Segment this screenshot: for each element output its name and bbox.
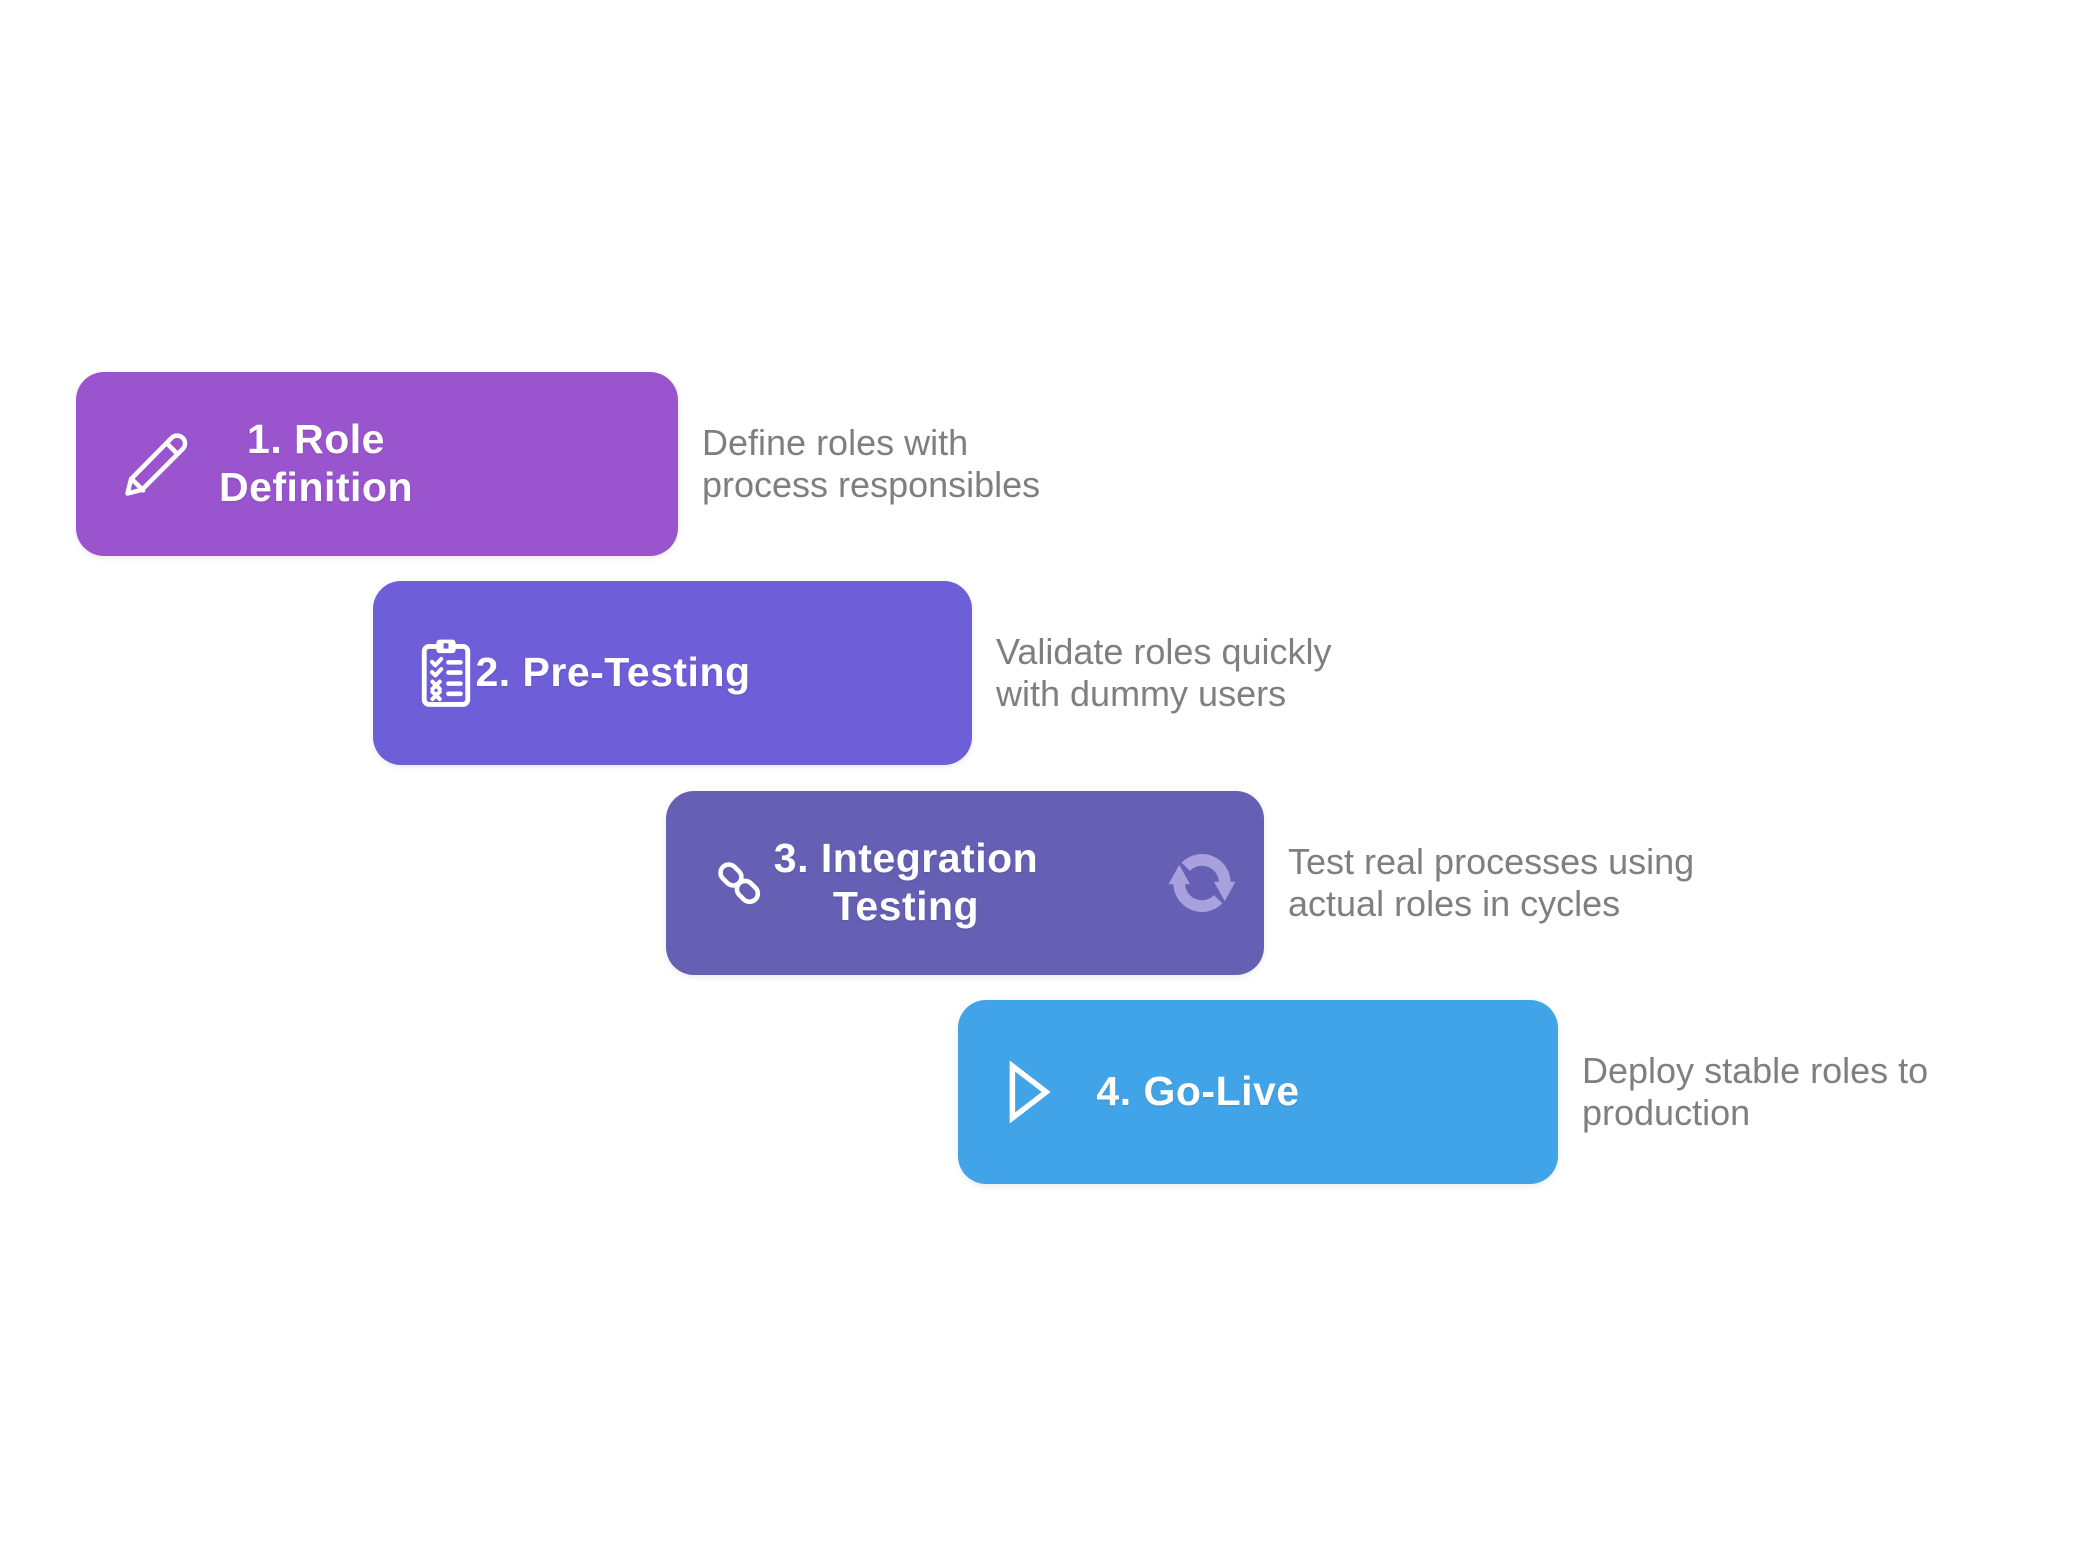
step-1-description: Define roles with process responsibles: [702, 421, 1041, 505]
step-2-box: 2. Pre-Testing: [373, 581, 972, 765]
step-3-description: Test real processes using actual roles i…: [1288, 840, 1695, 924]
play-icon: [1002, 1000, 1054, 1184]
clipboard-checklist-icon: [417, 581, 475, 765]
step-1-title: 1. Role Definition: [218, 416, 414, 510]
step-2-title: 2. Pre-Testing: [475, 649, 751, 696]
step-3-box: 3. Integration Testing: [666, 791, 1264, 975]
step-2-description: Validate roles quickly with dummy users: [996, 630, 1332, 714]
chain-link-icon: [710, 791, 768, 975]
step-4-box: 4. Go-Live: [958, 1000, 1558, 1184]
sync-cycle-icon: [1161, 791, 1243, 975]
step-1-box: 1. Role Definition: [76, 372, 678, 556]
step-4-title: 4. Go-Live: [1096, 1068, 1300, 1115]
step-4-description: Deploy stable roles to production: [1582, 1049, 1929, 1133]
pencil-icon: [120, 372, 192, 556]
step-3-title: 3. Integration Testing: [773, 835, 1039, 929]
